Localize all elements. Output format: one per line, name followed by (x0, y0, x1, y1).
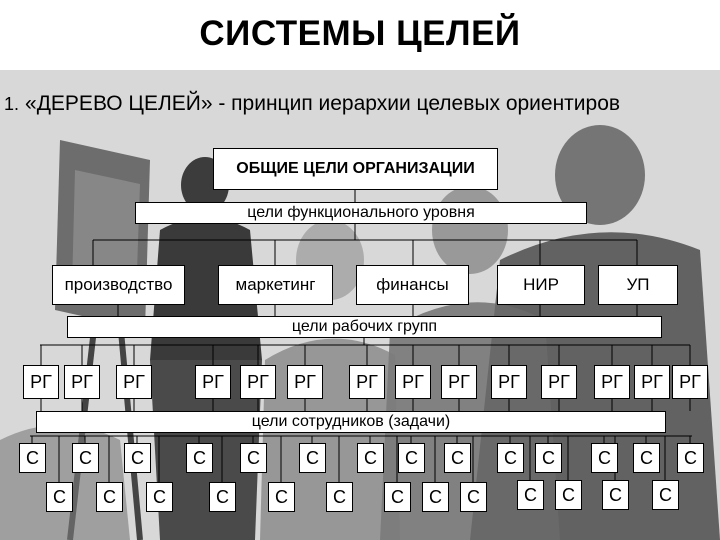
employees-level-bar: цели сотрудников (задачи) (36, 411, 666, 433)
employee-box: С (517, 480, 544, 510)
work-group-box: РГ (23, 365, 59, 399)
work-group-box: РГ (541, 365, 577, 399)
employee-box: С (535, 443, 562, 473)
employee-box: С (633, 443, 660, 473)
function-box-marketing: маркетинг (218, 265, 333, 305)
work-group-box: РГ (395, 365, 431, 399)
employee-box: С (555, 480, 582, 510)
function-box-rnd: НИР (497, 265, 585, 305)
employee-box: С (384, 482, 411, 512)
subtitle-text: «ДЕРЕВО ЦЕЛЕЙ» - принцип иерархии целевы… (25, 92, 621, 115)
work-group-box: РГ (672, 365, 708, 399)
employee-box: С (602, 480, 629, 510)
employee-box: С (146, 482, 173, 512)
function-box-finance: финансы (356, 265, 469, 305)
employee-box: С (497, 443, 524, 473)
employee-box: С (209, 482, 236, 512)
work-group-box: РГ (64, 365, 100, 399)
employee-box: С (96, 482, 123, 512)
work-group-box: РГ (116, 365, 152, 399)
employee-box: С (444, 443, 471, 473)
work-group-box: РГ (441, 365, 477, 399)
work-group-box: РГ (349, 365, 385, 399)
employee-box: С (591, 443, 618, 473)
employee-box: С (422, 482, 449, 512)
functional-level-bar: цели функционального уровня (135, 202, 587, 224)
work-group-box: РГ (634, 365, 670, 399)
work-group-box: РГ (240, 365, 276, 399)
employee-box: С (268, 482, 295, 512)
employee-box: С (460, 482, 487, 512)
subtitle-number: 1. (4, 94, 20, 114)
employee-box: С (46, 482, 73, 512)
work-group-box: РГ (491, 365, 527, 399)
employee-box: С (357, 443, 384, 473)
employee-box: С (240, 443, 267, 473)
subtitle: 1.«ДЕРЕВО ЦЕЛЕЙ» - принцип иерархии целе… (4, 92, 620, 116)
employee-box: С (299, 443, 326, 473)
employee-box: С (72, 443, 99, 473)
employee-box: С (677, 443, 704, 473)
work-group-box: РГ (287, 365, 323, 399)
employee-box: С (124, 443, 151, 473)
root-goal-box: ОБЩИЕ ЦЕЛИ ОРГАНИЗАЦИИ (213, 148, 498, 190)
work-groups-level-bar: цели рабочих групп (67, 316, 662, 338)
title-band (0, 0, 720, 70)
page-title: СИСТЕМЫ ЦЕЛЕЙ (199, 14, 521, 53)
function-box-production: производство (52, 265, 185, 305)
employee-box: С (186, 443, 213, 473)
employee-box: С (326, 482, 353, 512)
function-box-personnel: УП (598, 265, 678, 305)
employee-box: С (398, 443, 425, 473)
employee-box: С (652, 480, 679, 510)
work-group-box: РГ (195, 365, 231, 399)
employee-box: С (19, 443, 46, 473)
work-group-box: РГ (594, 365, 630, 399)
